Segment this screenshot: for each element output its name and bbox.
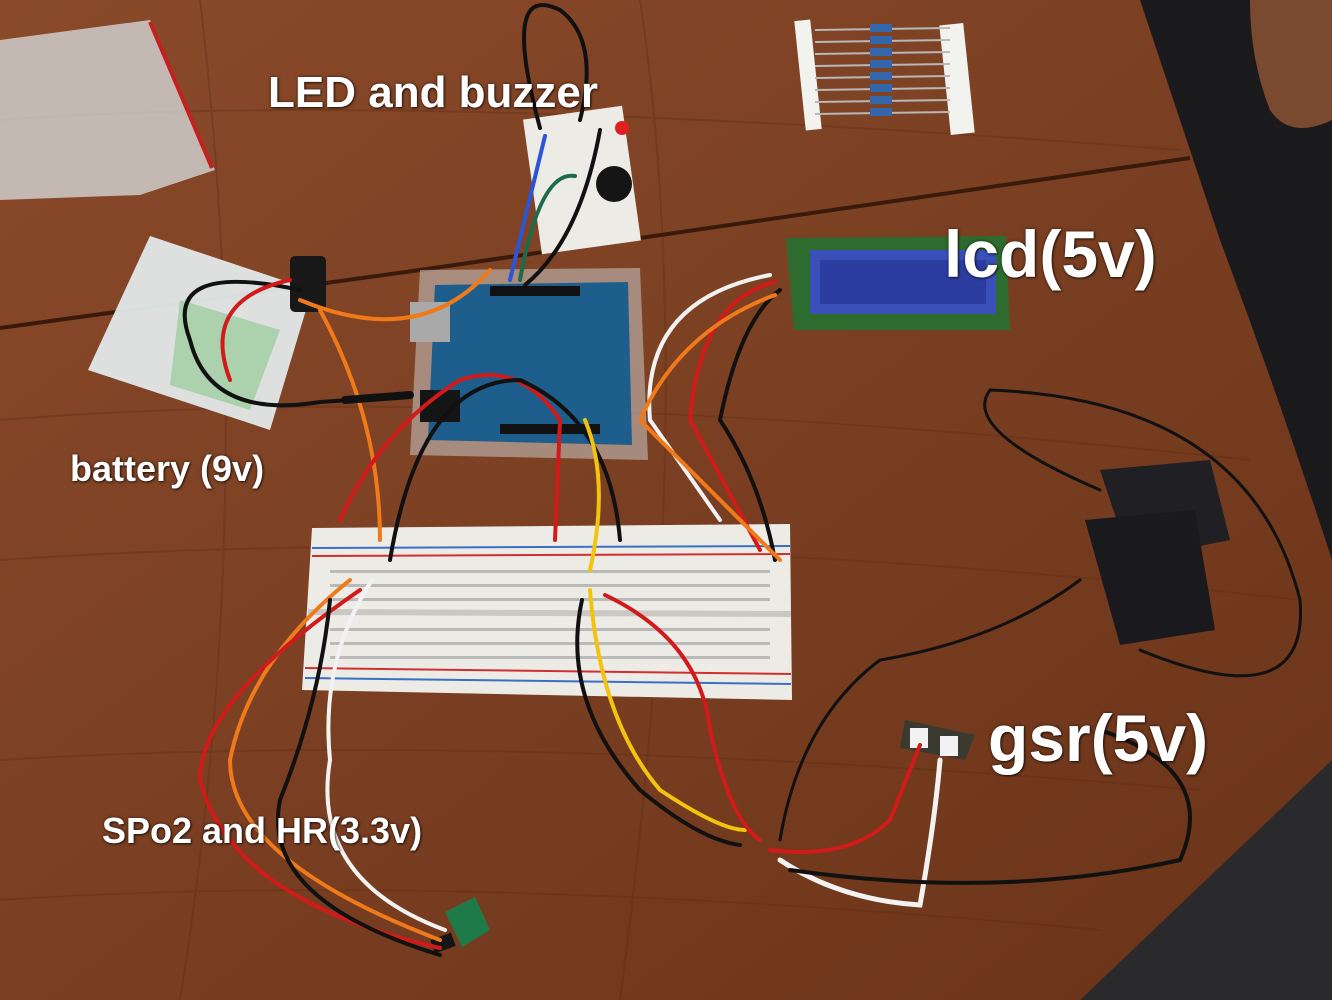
arduino-uno <box>410 268 648 460</box>
battery-clip <box>290 256 326 312</box>
resistor-strip <box>794 19 975 135</box>
wires <box>182 3 1303 957</box>
background-hand <box>1250 0 1332 128</box>
label-gsr: gsr(5v) <box>988 701 1209 775</box>
header-pins <box>490 286 580 296</box>
main-breadboard <box>302 524 792 700</box>
label-lcd: lcd(5v) <box>944 217 1157 291</box>
bag-zipper <box>148 21 214 169</box>
plastic-bag <box>0 20 215 200</box>
gsr-finger-electrodes <box>1085 460 1230 645</box>
usb-port <box>410 302 450 342</box>
label-battery: battery (9v) <box>70 448 265 489</box>
buzzer <box>596 166 632 202</box>
lcd-module <box>786 236 1010 330</box>
led <box>615 121 629 135</box>
mini-breadboard <box>523 105 641 255</box>
label-led-and-buzzer: LED and buzzer <box>268 68 599 117</box>
label-spo2-and-hr: SPo2 and HR(3.3v) <box>102 810 423 851</box>
background-floor <box>1080 760 1332 1000</box>
background-person <box>1140 0 1332 560</box>
